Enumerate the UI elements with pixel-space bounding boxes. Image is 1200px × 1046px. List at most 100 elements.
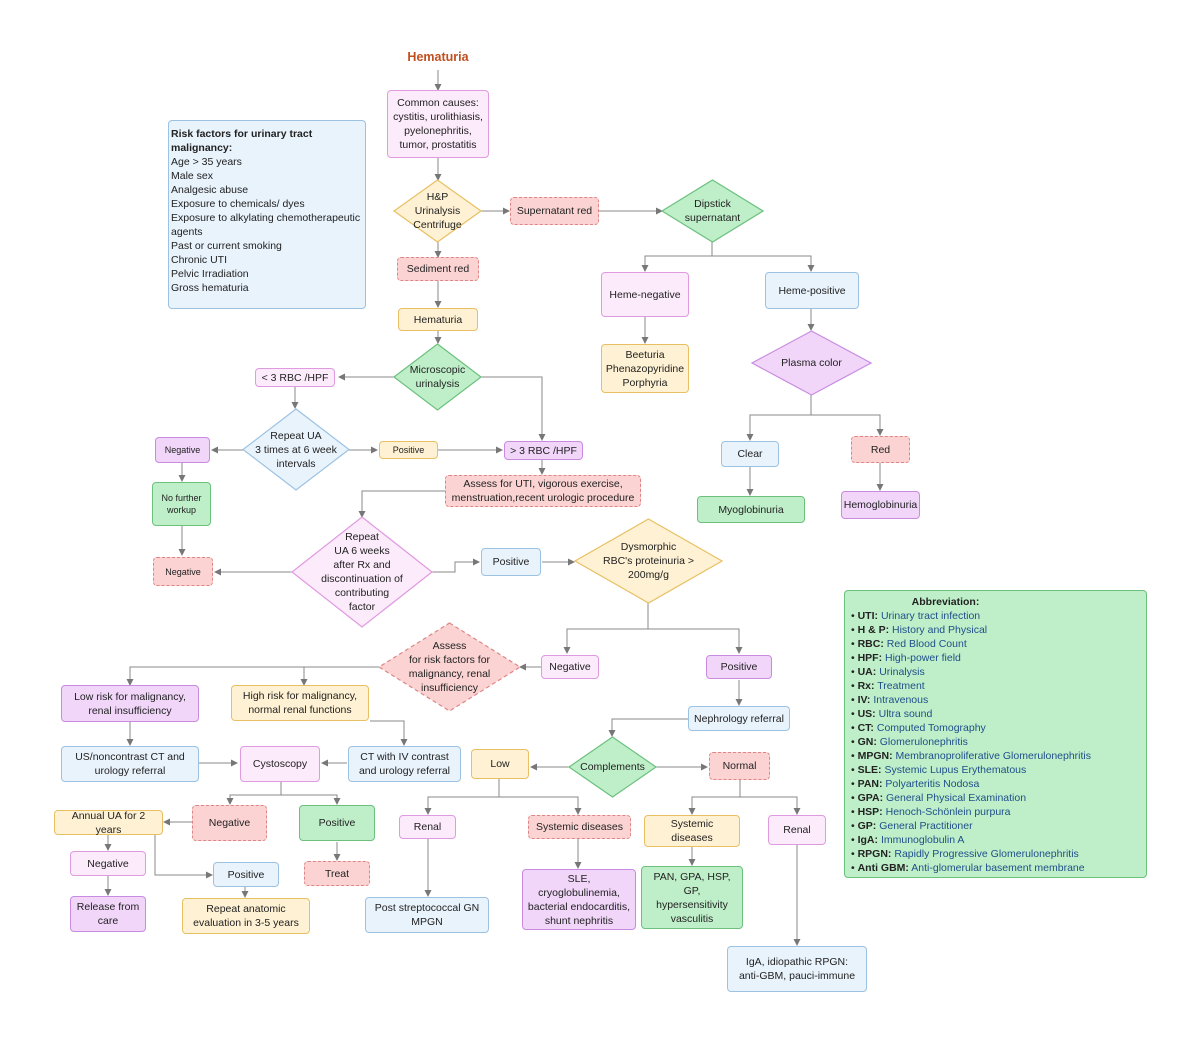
risk-factor-item: Past or current smoking: [171, 240, 282, 252]
gt3-rbc-node: > 3 RBC /HPF: [504, 441, 583, 460]
abbreviation-row: • GN: Glomerulonephritis: [851, 736, 968, 748]
abbreviation-definition: Anti-glomerular basement membrane: [911, 862, 1085, 874]
post-strep-node: Post streptococcal GN MPGN: [365, 897, 489, 933]
assess-uti-node: Assess for UTI, vigorous exercise, menst…: [445, 475, 641, 507]
abbreviation-row: • GP: General Practitioner: [851, 820, 973, 832]
edge: [226, 782, 282, 805]
edge: [281, 794, 341, 805]
hp-urinalysis-label: H&P Urinalysis Centrifuge: [413, 191, 462, 231]
clear-node: Clear: [721, 441, 779, 467]
abbreviation-term: CT:: [857, 722, 874, 734]
abbreviation-row: • IgA: Immunoglobulin A: [851, 834, 965, 846]
negative-node: Negative: [70, 851, 146, 876]
edge: [648, 628, 743, 654]
abbreviation-term: GN:: [857, 736, 877, 748]
edge: [432, 558, 480, 573]
risk-factor-item: Male sex: [171, 170, 214, 182]
sediment-red-node: Sediment red: [397, 257, 479, 281]
edge: [424, 779, 500, 815]
abbreviation-row: • RPGN: Rapidly Progressive Glomerulonep…: [851, 848, 1079, 860]
edge: [499, 796, 582, 815]
abbreviation-term: IgA:: [857, 834, 879, 846]
release-from-care-node: Release from care: [70, 896, 146, 932]
abbreviation-term: RBC:: [857, 638, 884, 650]
abbreviation-definition: Polyarteritis Nodosa: [885, 778, 980, 790]
microscopic-urinalysis-label: Microscopic urinalysis: [409, 364, 466, 390]
microscopic-urinalysis-decision: Microscopic urinalysis: [393, 343, 482, 411]
abbreviation-term: PAN:: [857, 778, 883, 790]
abbreviation-definition: Immunoglobulin A: [880, 834, 965, 846]
risk-factor-item: Age > 35 years: [171, 156, 242, 168]
myoglobinuria-node: Myoglobinuria: [697, 496, 805, 523]
risk-factors-heading: Risk factors for urinary tract malignanc…: [171, 128, 313, 154]
positive-node: Positive: [379, 441, 438, 459]
abbreviation-term: H & P:: [857, 624, 890, 636]
abbreviation-heading: Abbreviation:: [911, 596, 980, 608]
abbreviation-definition: Henoch-Schönlein purpura: [885, 806, 1011, 818]
heme-negative-node: Heme-negative: [601, 272, 689, 317]
abbreviation-term: IV:: [857, 694, 871, 706]
abbreviation-row: • Rx: Treatment: [851, 680, 925, 692]
us-ct-node: US/noncontrast CT and urology referral: [61, 746, 199, 782]
negative-node: Negative: [153, 557, 213, 586]
abbreviation-term: SLE:: [857, 764, 882, 776]
dipstick-label: Dipstick supernatant: [684, 198, 741, 224]
systemic-diseases-node: Systemic diseases: [644, 815, 740, 847]
abbreviation-definition: Ultra sound: [878, 708, 933, 720]
repeat-anatomic-node: Repeat anatomic evaluation in 3-5 years: [182, 898, 310, 934]
abbreviation-row: • US: Ultra sound: [851, 708, 933, 720]
low-node: Low: [471, 749, 529, 779]
risk-factor-item: Pelvic Irradiation: [171, 268, 249, 280]
positive-node: Positive: [706, 655, 772, 679]
negative-node: Negative: [192, 805, 267, 841]
hematuria-node: Hematuria: [398, 308, 478, 331]
abbreviation-term: GPA:: [857, 792, 884, 804]
abbreviation-term: GP:: [857, 820, 877, 832]
abbreviation-row: • MPGN: Membranoproliferative Glomerulon…: [851, 750, 1092, 762]
abbreviation-term: Anti GBM:: [857, 862, 909, 874]
abbreviation-term: US:: [857, 708, 876, 720]
abbreviation-definition: Urinary tract infection: [880, 610, 981, 622]
negative-node: Negative: [541, 655, 599, 679]
dysmorphic-rbc-decision: Dysmorphic RBC's proteinuria > 200mg/g: [573, 518, 724, 604]
repeat-ua-6-weeks-decision: Repeat UA 6 weeks after Rx and discontin…: [291, 516, 433, 628]
risk-factor-item: Chronic UTI: [171, 254, 228, 266]
positive-node: Positive: [481, 548, 541, 576]
complements-decision: Complements: [567, 736, 658, 798]
edge: [740, 796, 801, 815]
abbreviation-term: Rx:: [857, 680, 875, 692]
repeat-ua-label: Repeat UA 3 times at 6 week intervals: [255, 429, 337, 470]
edge: [688, 780, 741, 815]
plasma-color-decision: Plasma color: [750, 330, 873, 396]
abbreviation-definition: Membranoproliferative Glomerulonephritis: [895, 750, 1092, 762]
pan-gpa-node: PAN, GPA, HSP, GP, hypersensitivity vasc…: [641, 866, 743, 929]
abbreviation-term: UA:: [857, 666, 877, 678]
low-risk-node: Low risk for malignancy, renal insuffici…: [61, 685, 199, 722]
edge: [641, 242, 713, 272]
no-further-workup-node: No further workup: [152, 482, 211, 526]
abbreviation-definition: Computed Tomography: [876, 722, 986, 734]
risk-factor-item: Gross hematuria: [171, 282, 249, 294]
edge: [746, 395, 812, 441]
dysmorphic-rbc-label: Dysmorphic RBC's proteinuria > 200mg/g: [602, 541, 694, 581]
abbreviation-row: • HSP: Henoch-Schönlein purpura: [851, 806, 1011, 818]
abbreviation-row: • CT: Computed Tomography: [851, 722, 986, 734]
positive-node: Positive: [299, 805, 375, 841]
treat-node: Treat: [304, 861, 370, 886]
edge: [563, 603, 649, 654]
normal-node: Normal: [709, 752, 770, 780]
risk-factor-item: Exposure to chemicals/ dyes: [171, 198, 305, 210]
risk-factor-item: agents: [171, 226, 203, 238]
page-title: Hematuria: [407, 50, 469, 64]
abbreviation-term: MPGN:: [857, 750, 893, 762]
repeat-ua-decision: Repeat UA 3 times at 6 week intervals: [242, 408, 350, 491]
high-risk-node: High risk for malignancy, normal renal f…: [231, 685, 369, 721]
abbreviation-row: • RBC: Red Blood Count: [851, 638, 967, 650]
common-causes-node: Common causes: cystitis, urolithiasis, p…: [387, 90, 489, 158]
abbreviation-definition: Rapidly Progressive Glomerulonephritis: [894, 848, 1079, 860]
negative-node: Negative: [155, 437, 210, 463]
complements-label: Complements: [580, 761, 645, 773]
abbreviation-row: • HPF: High-power field: [851, 652, 961, 664]
positive-node: Positive: [213, 862, 279, 887]
assess-risk-decision: Assess for risk factors for malignancy, …: [377, 622, 522, 712]
